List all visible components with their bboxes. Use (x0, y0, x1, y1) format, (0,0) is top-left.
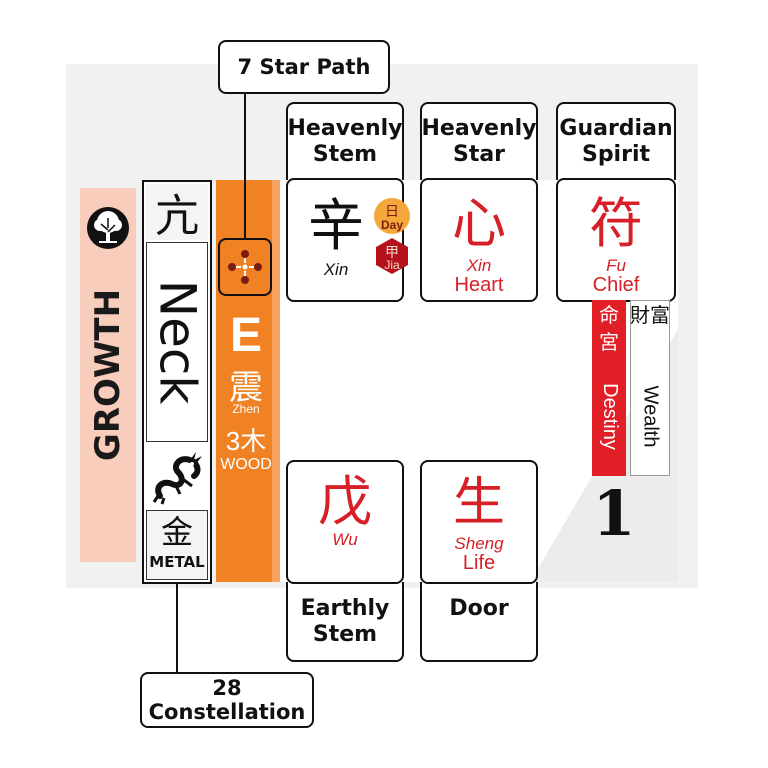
direction-letter: E (229, 308, 262, 362)
seven-star-connector (244, 94, 246, 238)
destiny-palace-box (592, 300, 626, 476)
trigram-char: 震 (229, 367, 263, 408)
heavenly-star-header: Heavenly Star (420, 102, 538, 180)
tree-icon (86, 206, 130, 250)
heavenly-stem-char: 辛 (308, 194, 364, 259)
door-meaning: Life (462, 552, 496, 574)
earthly-stem-char: 戊 (318, 470, 372, 533)
element-number: 3木 (225, 426, 267, 456)
wealth-chars: 財富 (630, 303, 670, 327)
door-cell (420, 460, 538, 584)
destiny-label: Destiny (598, 382, 621, 450)
trigram-name: Zhen (232, 402, 260, 416)
day-badge-label: Day (380, 218, 403, 232)
seven-star-path-icon (218, 238, 272, 296)
guardian-spirit-header: Guardian Spirit (556, 102, 676, 180)
earthly-stem-header: Earthly Stem (286, 582, 404, 662)
heavenly-star-pinyin: Xin (466, 256, 492, 275)
day-badge-char: 日 (385, 204, 399, 220)
constellation-name: Neck (148, 279, 207, 405)
constellation-name-cell (146, 242, 208, 442)
element-label: WOOD (220, 456, 272, 473)
heavenly-stem-pinyin: Xin (323, 260, 349, 279)
earthly-stem-cell (286, 460, 404, 584)
heavenly-star-char: 心 (452, 192, 506, 255)
jia-badge-char: 甲 (385, 245, 399, 261)
door-pinyin: Sheng (454, 534, 504, 553)
palace-number: 1 (592, 476, 636, 550)
metal-label: METAL (149, 553, 205, 571)
jia-badge (372, 236, 412, 276)
guardian-spirit-meaning: Chief (592, 274, 640, 296)
dragon-icon (150, 446, 206, 506)
heavenly-stem-header: Heavenly Stem (286, 102, 404, 180)
guardian-spirit-pinyin: Fu (606, 256, 626, 275)
earthly-stem-pinyin: Wu (332, 530, 358, 549)
constellation-char: 亢 (146, 184, 208, 242)
jia-badge-label: Jia (384, 258, 400, 272)
constellation-callout: 28 Constellation (140, 672, 314, 728)
door-char: 生 (452, 473, 505, 533)
day-badge (374, 198, 410, 234)
seven-star-path-callout: 7 Star Path (218, 40, 390, 94)
wealth-palace-box (630, 300, 670, 476)
guardian-spirit-char: 符 (589, 192, 643, 255)
door-header: Door (420, 582, 538, 662)
direction-bar-edge (272, 180, 280, 582)
metal-char: 金 (160, 513, 193, 551)
constellation-connector (176, 584, 178, 672)
destiny-chars: 命宮 (599, 303, 619, 354)
heavenly-star-cell (420, 178, 538, 302)
constellation-element-cell (146, 510, 208, 580)
wealth-label: Wealth (639, 385, 662, 447)
growth-bar (80, 188, 136, 562)
heavenly-star-meaning: Heart (454, 274, 504, 296)
